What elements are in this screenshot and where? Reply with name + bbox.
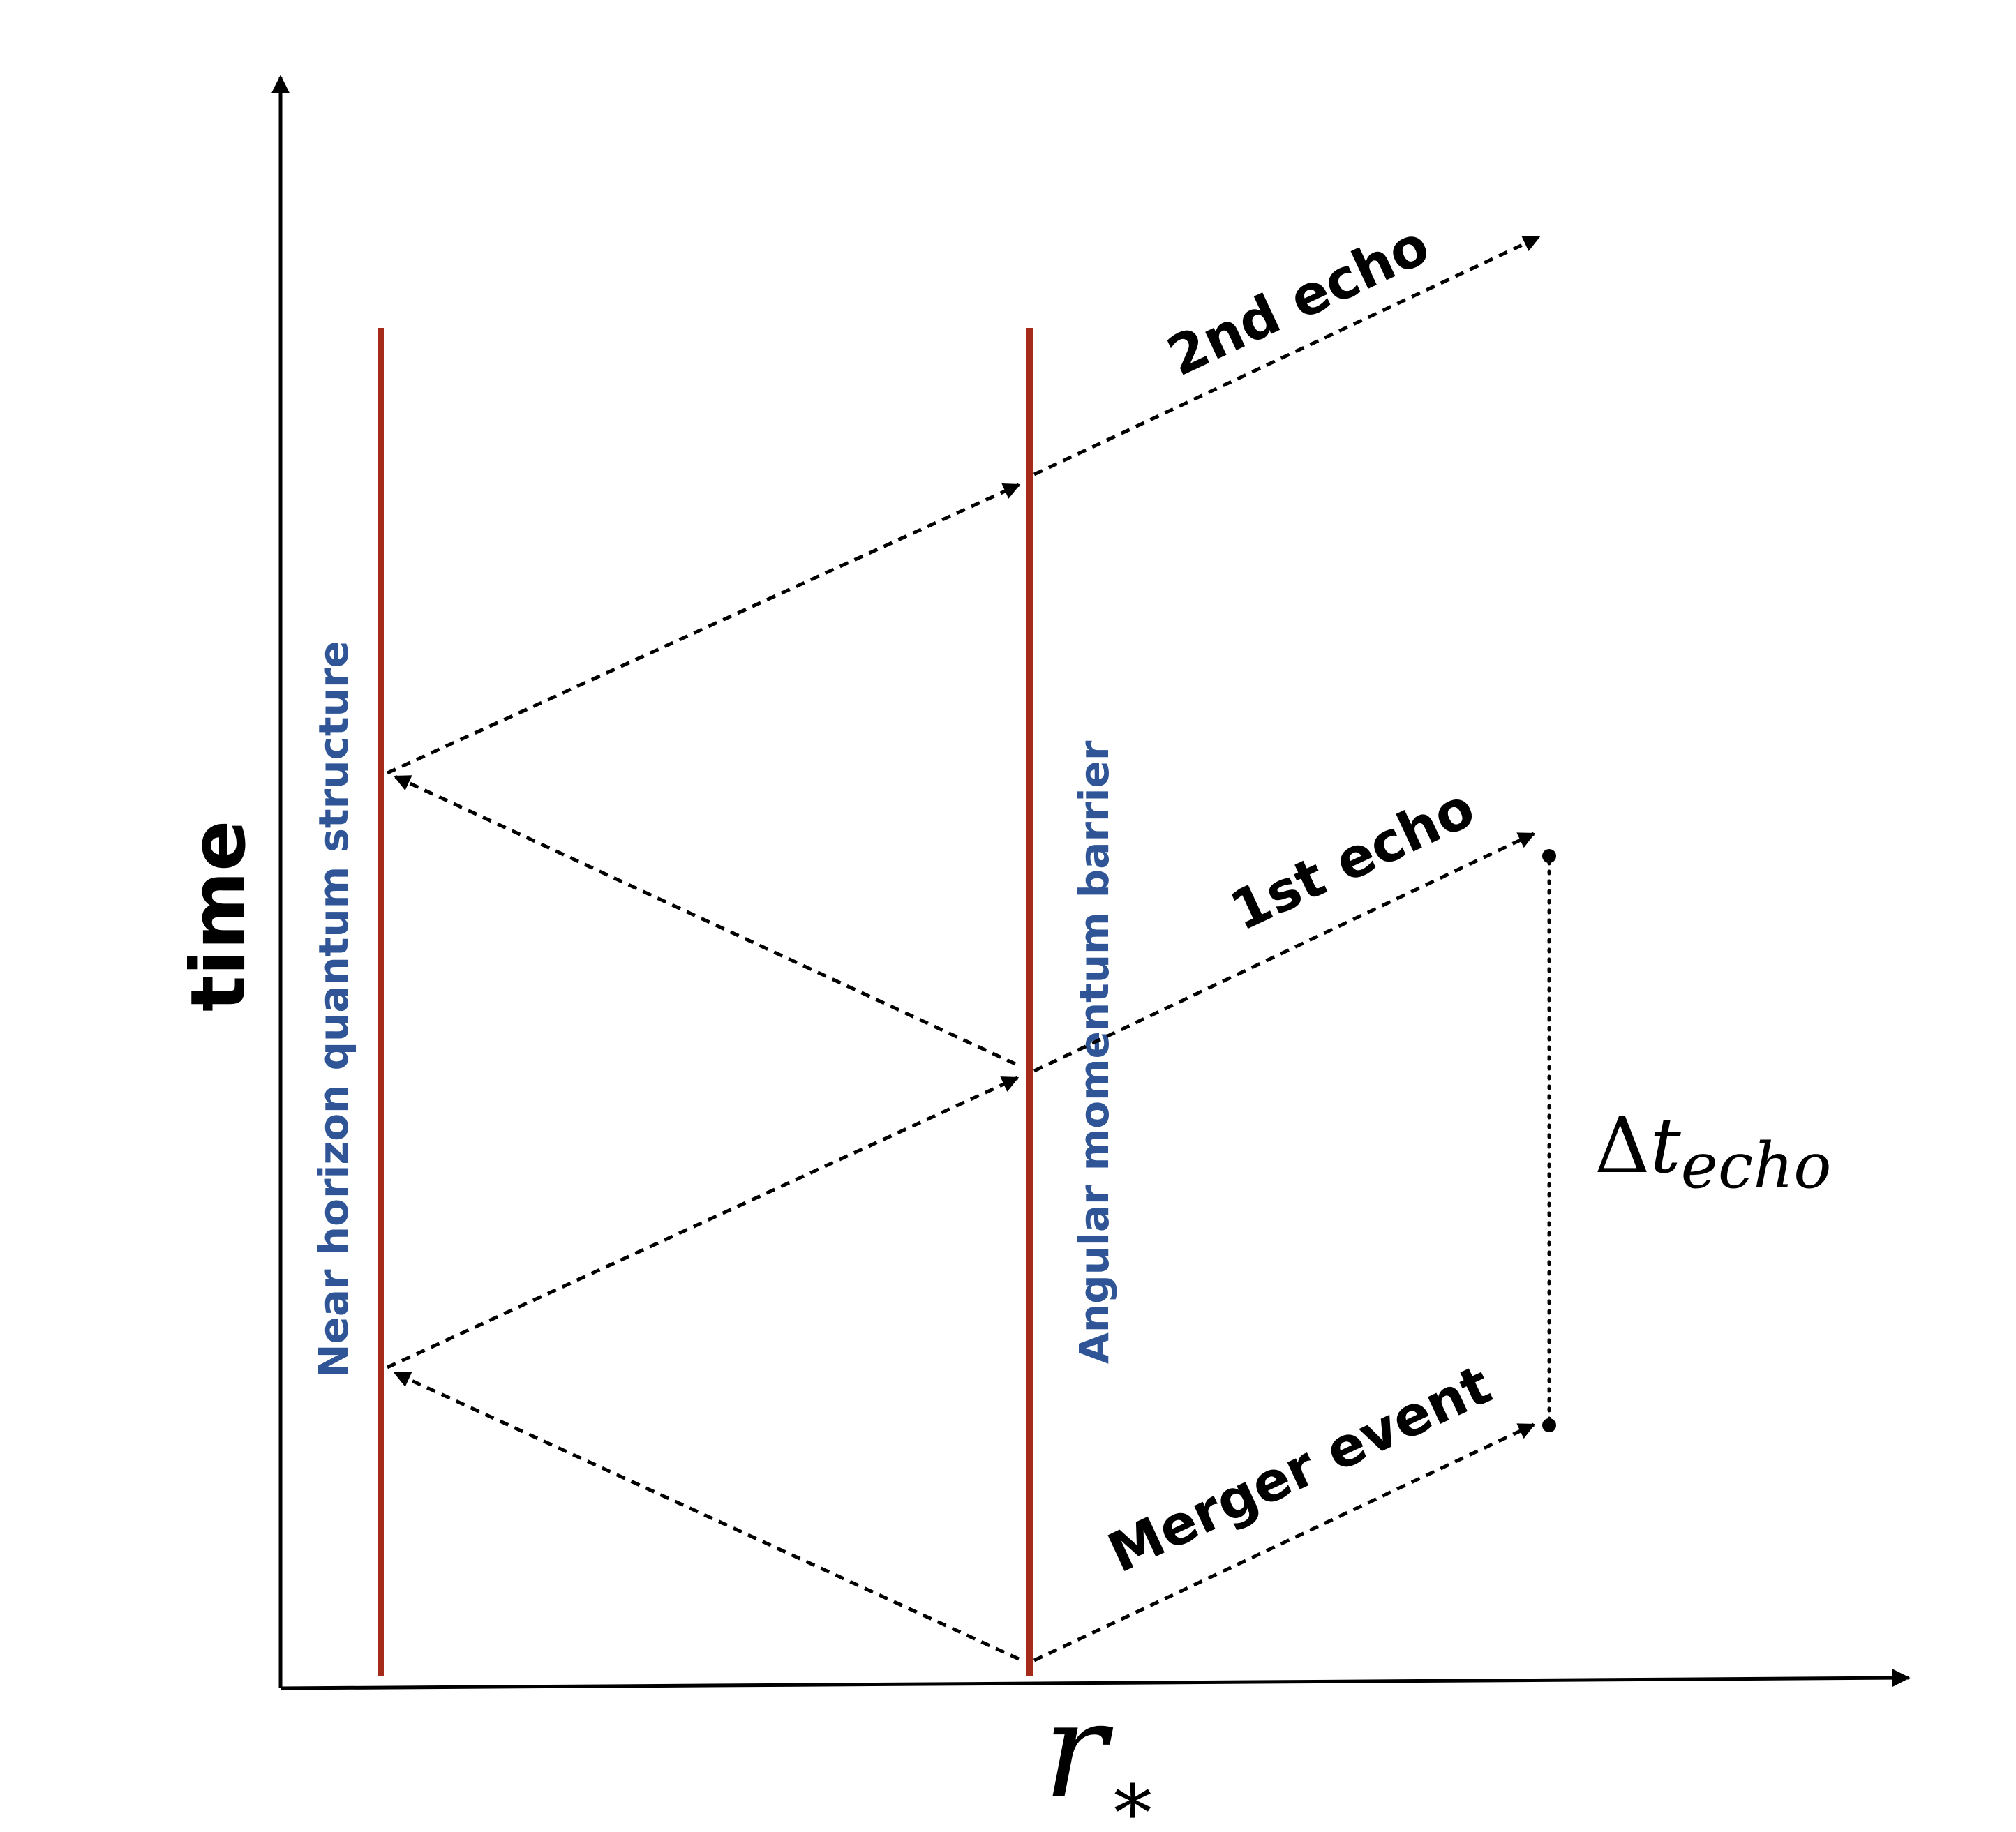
star-subscript: ∗ <box>1107 1753 1159 1832</box>
merger-ray <box>1033 1422 1536 1662</box>
second-echo-label: 2nd echo <box>1158 213 1439 389</box>
angular-momentum-label: Angular momentum barrier <box>1070 740 1118 1364</box>
x-axis <box>280 1669 1911 1690</box>
interval-bottom-dot <box>1542 1418 1556 1432</box>
r-star-axis-label: r∗ <box>1043 1674 1159 1832</box>
merger-event-label: Merger event <box>1099 1353 1500 1585</box>
second-echo-ray <box>1033 235 1541 476</box>
interval-top-dot <box>1542 849 1556 863</box>
reflected-ray-2 <box>386 483 1021 775</box>
delta-t-echo-label: Δtecho <box>1595 1101 1832 1203</box>
r-symbol: r <box>1043 1674 1114 1828</box>
first-echo-ray <box>1033 832 1536 1073</box>
near-horizon-label: Near horizon quantum structure <box>310 640 357 1378</box>
reflected-ray-1 <box>386 1076 1020 1369</box>
first-echo-label: 1st echo <box>1221 776 1484 943</box>
delta-symbol: Δ <box>1595 1101 1650 1190</box>
echo-subscript: echo <box>1681 1129 1832 1203</box>
ingoing-ray-2 <box>393 774 1017 1066</box>
ingoing-ray-1 <box>393 1371 1020 1661</box>
t-variable: t <box>1650 1101 1681 1190</box>
time-axis-label: time <box>175 820 262 1012</box>
